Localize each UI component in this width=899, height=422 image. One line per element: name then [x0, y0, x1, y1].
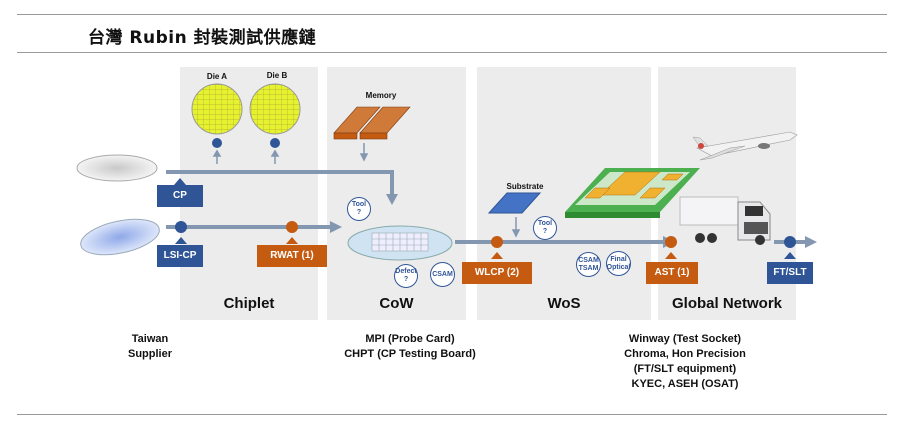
- top-flow-arrowhead: [386, 194, 398, 205]
- panel-label-cow: CoW: [379, 295, 414, 312]
- bottom-rule: [17, 414, 887, 415]
- die-a-wafer-icon: [191, 83, 243, 135]
- substrate-arrow-icon: [511, 217, 521, 238]
- test-step-ast: AST (1): [646, 262, 698, 284]
- ft-slt-dot: [784, 236, 796, 248]
- gray-wafer-icon: [76, 154, 158, 182]
- package-icon: [565, 168, 700, 218]
- die-a-label: Die A: [206, 72, 228, 81]
- defect-bubble: Defect?: [394, 264, 418, 288]
- cargo-plane-icon: [692, 131, 798, 161]
- die-b-label: Die B: [266, 71, 288, 80]
- blue-wafer-icon: [80, 218, 160, 256]
- supplier-global: Winway (Test Socket) Chroma, Hon Precisi…: [624, 333, 746, 390]
- title-rule: [17, 52, 887, 53]
- panel-label-chiplet: Chiplet: [223, 295, 275, 312]
- die-a-test-dot: [212, 138, 222, 148]
- supplier-cow: MPI (Probe Card) CHPT (CP Testing Board): [344, 333, 476, 360]
- test-step-wlcp: WLCP (2): [462, 262, 532, 284]
- memory-arrow-icon: [359, 143, 369, 162]
- tool-bubble-cow: Tool?: [347, 197, 371, 221]
- panel-label-wos: WoS: [547, 295, 581, 312]
- csam-bubble-cow: CSAM: [430, 262, 455, 287]
- die-b-arrow-icon: [270, 149, 280, 164]
- memory-stack-icon: [333, 106, 411, 140]
- substrate-label: Substrate: [506, 182, 544, 191]
- lsi-cp-dot: [175, 221, 187, 233]
- rwat-dot: [286, 221, 298, 233]
- cp-arrow-icon: [174, 178, 186, 185]
- top-flow-line: [166, 170, 394, 196]
- die-a-arrow-icon: [212, 149, 222, 164]
- die-b-wafer-icon: [249, 83, 301, 135]
- test-step-ft-slt: FT/SLT: [767, 262, 813, 284]
- ft-flow-arrowhead: [805, 236, 817, 248]
- truck-icon: [679, 196, 771, 245]
- top-rule: [17, 14, 887, 15]
- die-b-test-dot: [270, 138, 280, 148]
- test-step-lsi-cp: LSI-CP: [157, 245, 203, 267]
- wlcp-dot: [491, 236, 503, 248]
- test-step-cp: CP: [157, 185, 203, 207]
- tool-bubble-wos: Tool?: [533, 216, 557, 240]
- ast-dot: [665, 236, 677, 248]
- supplier-taiwan: Taiwan Supplier: [127, 333, 172, 360]
- chiplet-flow-arrowhead: [330, 221, 342, 233]
- panel-label-global-network: Global Network: [671, 295, 783, 312]
- substrate-icon: [487, 192, 542, 214]
- test-step-rwat: RWAT (1): [257, 245, 327, 267]
- memory-label: Memory: [365, 91, 397, 100]
- page-title: 台灣 Rubin 封裝測試供應鏈: [88, 28, 317, 48]
